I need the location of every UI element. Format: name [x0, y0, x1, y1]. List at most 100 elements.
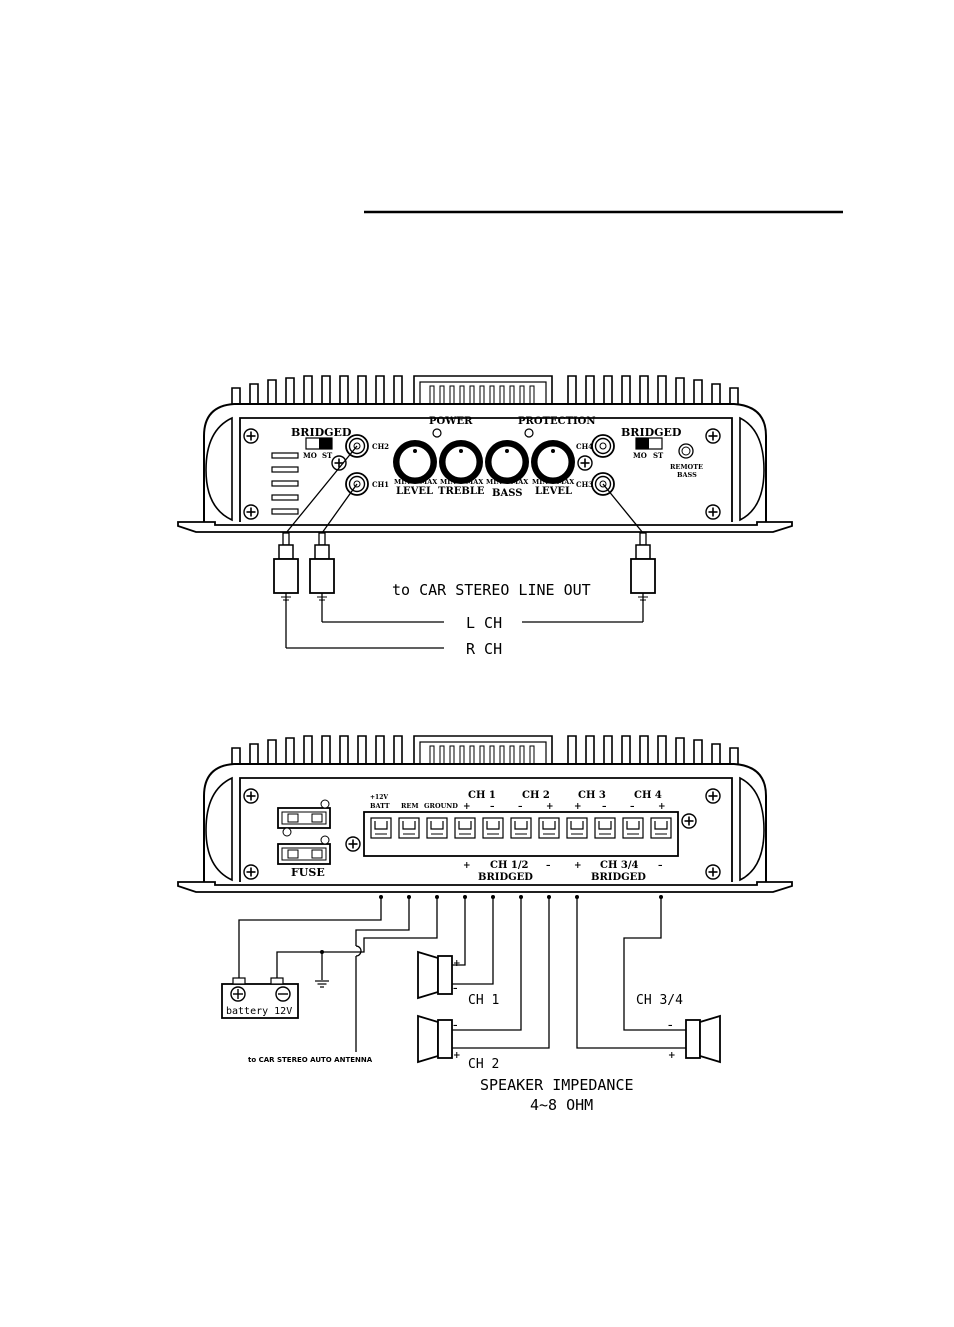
speaker-ch34-plus: +: [668, 1051, 676, 1061]
rch-label: R CH: [466, 640, 502, 658]
level-label-right: LEVEL: [535, 486, 572, 497]
vent-slots: [271, 452, 299, 515]
screw-icon: [345, 836, 361, 852]
screw-icon: [243, 428, 259, 444]
speaker-ch34-minus: –: [668, 1021, 673, 1031]
impedance-value: 4~8 OHM: [530, 1096, 593, 1114]
speaker-ch2-label: CH 2: [468, 1057, 499, 1072]
min-label: MIN: [440, 478, 456, 486]
minus-sign: –: [518, 802, 523, 812]
min-label: MIN: [486, 478, 502, 486]
ch4-terminal-label: CH 4: [634, 790, 662, 801]
speaker-ch34-label: CH 3/4: [636, 993, 683, 1008]
screw-icon: [705, 504, 721, 520]
ch2-terminal-label: CH 2: [522, 790, 550, 801]
power-led: [432, 428, 442, 438]
plus-sign: +: [463, 802, 471, 812]
screw-icon: [705, 428, 721, 444]
plus-sign: +: [658, 802, 666, 812]
batt-label: BATT: [370, 802, 390, 810]
level-label-left: LEVEL: [396, 486, 433, 497]
min-label: MIN: [532, 478, 548, 486]
remote-bass-label: BASS: [677, 471, 697, 479]
bridged-plus-12: +: [463, 861, 471, 871]
minus-sign: –: [630, 802, 635, 812]
fuse-label: FUSE: [291, 866, 325, 879]
bridged-minus-12: –: [546, 861, 551, 871]
ch3-label: CH3: [576, 480, 593, 489]
switch-st-label-right: ST: [653, 451, 664, 460]
max-label: MAX: [420, 478, 438, 486]
screw-icon: [243, 864, 259, 880]
treble-label: TREBLE: [438, 486, 485, 497]
rca-plug-rear: [630, 532, 656, 602]
mono-stereo-switch-left[interactable]: [305, 437, 333, 450]
min-label: MIN: [394, 478, 410, 486]
batt-plus-label: +12V: [370, 794, 388, 801]
screw-icon: [681, 813, 697, 829]
battery-icon: [221, 977, 299, 1019]
input-wiring: [285, 445, 644, 649]
fuse-holders[interactable]: [277, 799, 331, 865]
protection-label: PROTECTION: [518, 416, 596, 427]
bridged-plus-34: +: [574, 861, 582, 871]
battery-label: battery 12V: [226, 1006, 292, 1017]
switch-mo-label-right: MO: [633, 451, 647, 460]
rca-jack-ch4[interactable]: [591, 434, 615, 458]
max-label: MAX: [511, 478, 529, 486]
ch1-terminal-label: CH 1: [468, 790, 496, 801]
speaker-ch1-icon: [417, 950, 453, 1000]
bridged-label-12: BRIDGED: [478, 872, 533, 883]
plus-sign: +: [546, 802, 554, 812]
screw-icon: [243, 788, 259, 804]
plus-sign: +: [574, 802, 582, 812]
power-speaker-wiring: [238, 895, 686, 1052]
ch4-label: CH4: [576, 442, 593, 451]
ch1-label: CH1: [372, 480, 389, 489]
speaker-ch1-label: CH 1: [468, 993, 499, 1008]
rem-label: REM: [401, 802, 419, 810]
switch-st-label-left: ST: [322, 451, 333, 460]
max-label: MAX: [466, 478, 484, 486]
speaker-ch2-plus: +: [453, 1051, 461, 1061]
protection-led: [524, 428, 534, 438]
max-label: MAX: [557, 478, 575, 486]
speaker-ch2-minus: –: [453, 1021, 458, 1031]
rca-plug-r: [273, 532, 299, 602]
ch3-terminal-label: CH 3: [578, 790, 606, 801]
bridged-label-right: BRIDGED: [621, 426, 682, 439]
bass-label: BASS: [492, 488, 522, 499]
speaker-ch1-plus: +: [453, 959, 461, 969]
power-label: POWER: [429, 416, 473, 427]
ch34-bridged-label: CH 3/4: [600, 860, 638, 871]
switch-mo-label-left: MO: [303, 451, 317, 460]
bridged-label-34: BRIDGED: [591, 872, 646, 883]
minus-sign: –: [602, 802, 607, 812]
speaker-ch34-icon: [685, 1014, 721, 1064]
screw-icon: [577, 455, 593, 471]
amplifier-input-panel: BRIDGED MO ST CH2 CH1 POWER PROTECTION M…: [177, 375, 793, 533]
screw-icon: [243, 504, 259, 520]
impedance-label: SPEAKER IMPEDANCE: [480, 1076, 634, 1094]
ground-label: GROUND: [424, 802, 458, 810]
bridged-label-left: BRIDGED: [291, 426, 352, 439]
speaker-ch1-minus: –: [453, 984, 458, 994]
ch12-bridged-label: CH 1/2: [490, 860, 528, 871]
speaker-ch2-icon: [417, 1014, 453, 1064]
lch-label: L CH: [466, 614, 502, 632]
line-out-label: to CAR STEREO LINE OUT: [392, 581, 591, 599]
screw-icon: [705, 788, 721, 804]
antenna-label: to CAR STEREO AUTO ANTENNA: [248, 1056, 373, 1064]
bridged-minus-34: –: [658, 861, 663, 871]
rca-plug-l: [309, 532, 335, 602]
mono-stereo-switch-right[interactable]: [635, 437, 663, 450]
remote-label: REMOTE: [670, 463, 703, 471]
heatsink-fins-top: [231, 375, 739, 405]
ch2-label: CH2: [372, 442, 389, 451]
amplifier-power-panel: [177, 735, 793, 893]
screw-icon: [705, 864, 721, 880]
terminals[interactable]: [370, 817, 672, 839]
minus-sign: –: [490, 802, 495, 812]
ground-icon: [314, 980, 330, 988]
